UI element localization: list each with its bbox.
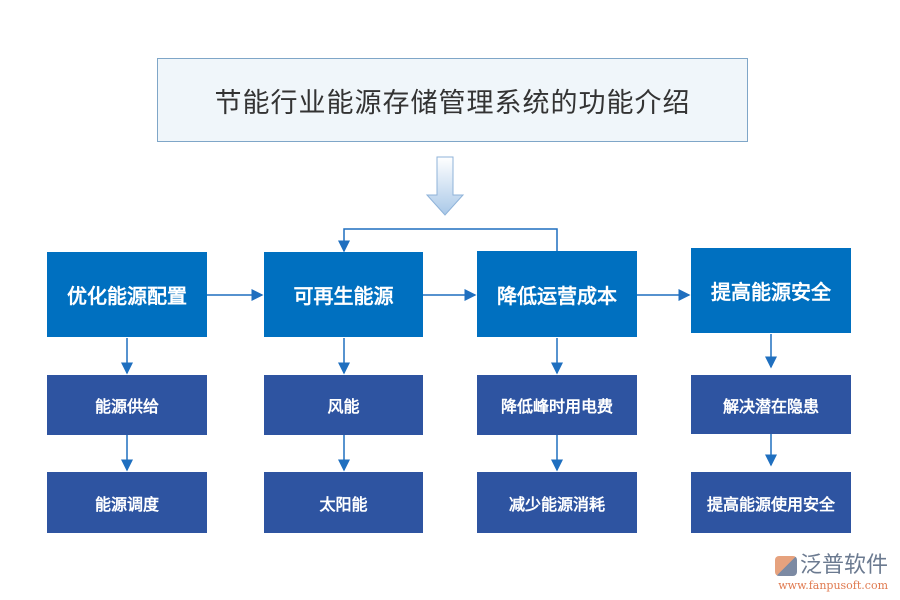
diagram-title: 节能行业能源存储管理系统的功能介绍 [157,58,748,142]
box-peak-cost: 降低峰时用电费 [477,375,637,435]
watermark-name: 泛普软件 [799,553,888,578]
box-renewable-energy: 可再生能源 [264,252,423,337]
box-reduce-cost: 降低运营成本 [477,251,637,337]
box-usage-safety: 提高能源使用安全 [691,472,851,533]
logo-icon [774,556,797,576]
box-energy-dispatch: 能源调度 [47,472,207,533]
box-energy-supply: 能源供给 [47,375,207,435]
watermark-url: www.fanpusoft.com [778,579,888,592]
box-reduce-consumption: 减少能源消耗 [477,472,637,533]
box-solar: 太阳能 [264,472,423,533]
box-wind: 风能 [264,375,423,435]
watermark: 泛普软件 www.fanpusoft.com [774,547,888,592]
box-energy-safety: 提高能源安全 [691,248,851,333]
box-optimize-energy: 优化能源配置 [47,252,207,337]
box-resolve-hazards: 解决潜在隐患 [691,375,851,434]
down-arrow-icon [425,156,465,216]
